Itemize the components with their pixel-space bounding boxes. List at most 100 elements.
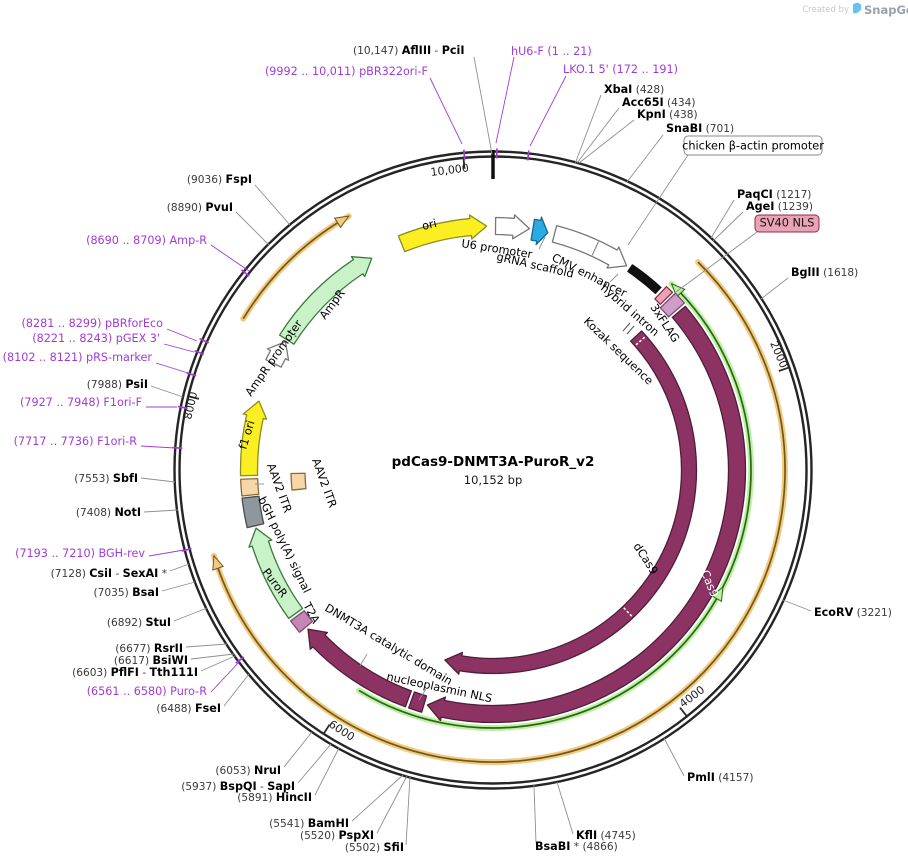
- feature-dcas9[interactable]: [444, 330, 698, 675]
- feature-flag3x[interactable]: [659, 292, 686, 318]
- leader-puro-r: [210, 660, 241, 693]
- tick-label-10,000: 10,000: [430, 161, 470, 179]
- leader-kfli: [556, 781, 574, 835]
- leader-bgh-rev: [148, 549, 185, 557]
- callout-label-chicken-beta-actin-promoter[interactable]: chicken β-actin promoter: [682, 140, 824, 153]
- primer-label-puro-r[interactable]: (6561 .. 6580) Puro-R: [87, 685, 208, 698]
- primer-label-pgex-3[interactable]: (8221 .. 8243) pGEX 3': [32, 332, 160, 345]
- feature-ampr[interactable]: [278, 256, 373, 345]
- leader-rsrii: [185, 643, 228, 648]
- feature-f1-ori[interactable]: [239, 400, 268, 477]
- feature-leader-dnmt3a: [359, 653, 368, 667]
- leader-bamhi: [351, 774, 404, 822]
- leader-ecorv: [782, 599, 812, 612]
- enzyme-label-kpni[interactable]: KpnI (438): [637, 108, 698, 121]
- enzyme-label-bsai[interactable]: (7035) BsaI: [94, 586, 160, 599]
- feature-leader-kozak-a: [622, 322, 631, 332]
- enzyme-label-snabi[interactable]: SnaBI (701): [666, 122, 734, 135]
- enzyme-label-ecorv[interactable]: EcoRV (3221): [814, 606, 892, 619]
- enzyme-label-pspxi[interactable]: (5520) PspXI: [300, 829, 374, 842]
- leader-fsei: [223, 673, 250, 707]
- feature-label-ampr-promoter[interactable]: AmpR promoter: [243, 317, 305, 398]
- enzyme-label-acc65i[interactable]: Acc65I (434): [622, 96, 696, 109]
- orange-left-core: [242, 215, 350, 320]
- primer-label-amp-r[interactable]: (8690 .. 8709) Amp-R: [86, 234, 207, 247]
- leader-pbrforeco: [166, 328, 198, 342]
- enzyme-label-psii[interactable]: (7988) PsiI: [87, 378, 148, 391]
- leader-kpni: [578, 119, 635, 164]
- primer-label-bgh-rev[interactable]: (7193 .. 7210) BGH-rev: [15, 547, 145, 560]
- enzyme-label-fsei[interactable]: (6488) FseI: [156, 702, 221, 715]
- feature-puror[interactable]: [248, 527, 304, 620]
- enzyme-label-sbfi[interactable]: (7553) SbfI: [74, 472, 138, 485]
- primer-tick-f1ori-r: [172, 446, 183, 450]
- enzyme-label-noti[interactable]: (7408) NotI: [76, 506, 141, 519]
- enzyme-label-bsiwi[interactable]: (6617) BsiWI: [114, 654, 188, 667]
- feature-cmv-enhancer-actin[interactable]: [551, 225, 628, 269]
- feature-label-aav2-itr-2[interactable]: AAV2 ITR: [309, 457, 339, 510]
- primer-label-pbrforeco[interactable]: (8281 .. 8299) pBRforEco: [22, 317, 164, 330]
- enzyme-label-fspi[interactable]: (9036) FspI: [187, 173, 252, 186]
- enzyme-label-pflfi-tth111i[interactable]: (6603) PflFI - Tth111I: [72, 666, 198, 679]
- feature-dnmt3a[interactable]: [307, 628, 412, 708]
- feature-aav2-itr-1[interactable]: [240, 477, 260, 497]
- feature-nucleoplasmin-nls[interactable]: [408, 691, 428, 713]
- leader-bsiwi: [190, 653, 235, 660]
- leader-agei: [712, 211, 744, 242]
- enzyme-label-pvui[interactable]: (8890) PvuI: [167, 201, 233, 214]
- enzyme-label-xbai[interactable]: XbaI (428): [604, 83, 664, 96]
- feature-grna-scaffold[interactable]: [530, 216, 549, 246]
- primer-label-f1ori-f[interactable]: (7927 .. 7948) F1ori-F: [20, 396, 142, 409]
- primer-tick-pgex-3: [194, 349, 205, 356]
- enzyme-label-nrui[interactable]: (6053) NruI: [215, 764, 281, 777]
- feature-cmv-enhancer-actin-divider: [591, 241, 599, 256]
- leader-psii: [150, 385, 184, 398]
- primer-label-f1ori-r[interactable]: (7717 .. 7736) F1ori-R: [14, 435, 138, 448]
- primer-tick-puro-r: [235, 656, 245, 664]
- feature-t2a[interactable]: [289, 610, 314, 633]
- feature-bgh-polya[interactable]: [241, 495, 265, 529]
- feature-leader-grna-scaffold: [538, 236, 546, 250]
- enzyme-label-bspqi-sapi[interactable]: (5937) BspQI - SapI: [181, 780, 295, 793]
- leader-lko1-5: [529, 75, 567, 147]
- enzyme-label-rsrii[interactable]: (6677) RsrII: [115, 642, 183, 655]
- feature-hybrid-intron[interactable]: [627, 264, 662, 294]
- primer-label-hu6-f[interactable]: hU6-F (1 .. 21): [511, 45, 592, 58]
- feature-cas9[interactable]: [426, 305, 747, 724]
- enzyme-label-hincii[interactable]: (5891) HincII: [237, 791, 312, 804]
- enzyme-label-bsabi[interactable]: BsaBI * (4866): [535, 840, 618, 853]
- leader-fspi: [254, 184, 291, 226]
- enzyme-label-csii-sexai[interactable]: (7128) CsiI - SexAI *: [51, 567, 167, 580]
- primer-label-prs-marker[interactable]: (8102 .. 8121) pRS-marker: [3, 351, 153, 364]
- enzyme-label-agei[interactable]: AgeI (1239): [746, 200, 813, 213]
- leader-paqci: [710, 199, 735, 239]
- feature-label-dcas9[interactable]: dCas9: [630, 541, 660, 577]
- primer-tick-amp-r: [240, 269, 250, 277]
- feature-u6-promoter[interactable]: [494, 214, 531, 240]
- enzyme-label-afliii-pcii[interactable]: (10,147) AflIII - PciI: [353, 44, 465, 57]
- feature-label-ori[interactable]: ori: [421, 217, 438, 233]
- plasmid-size: 10,152 bp: [464, 473, 523, 487]
- enzyme-label-sfii[interactable]: (5502) SfiI: [345, 841, 404, 854]
- enzyme-label-bglii[interactable]: BglII (1618): [791, 266, 858, 279]
- enzyme-label-kfli[interactable]: KflI (4745): [576, 829, 636, 842]
- leader-pspxi: [376, 775, 408, 834]
- leader-pvui: [235, 211, 270, 246]
- green-line-core: [358, 283, 752, 729]
- enzyme-label-pmli[interactable]: PmlI (4157): [687, 771, 753, 784]
- feature-sv40-nls[interactable]: [654, 285, 674, 305]
- primer-label-lko1-5[interactable]: LKO.1 5' (172 .. 191): [563, 63, 678, 76]
- enzyme-label-paqci[interactable]: PaqCI (1217): [737, 188, 811, 201]
- callout-box-chicken-beta-actin-promoter[interactable]: [683, 135, 823, 156]
- primer-label-pbr322ori-f[interactable]: (9992 .. 10,011) pBR322ori-F: [265, 65, 428, 78]
- feature-aav2-itr-2[interactable]: [290, 472, 307, 491]
- callout-box-sv40-nls-callout[interactable]: [754, 214, 820, 233]
- leader-pflfi-tth111i: [200, 655, 236, 672]
- feature-ori[interactable]: [397, 214, 488, 253]
- primer-tick-bgh-rev: [181, 547, 192, 552]
- enzyme-label-bamhi[interactable]: (5541) BamHI: [269, 817, 349, 830]
- callout-label-sv40-nls-callout[interactable]: SV40 NLS: [760, 217, 815, 230]
- enzyme-label-stui[interactable]: (6892) StuI: [107, 616, 171, 629]
- feature-ampr-promoter[interactable]: [265, 341, 290, 368]
